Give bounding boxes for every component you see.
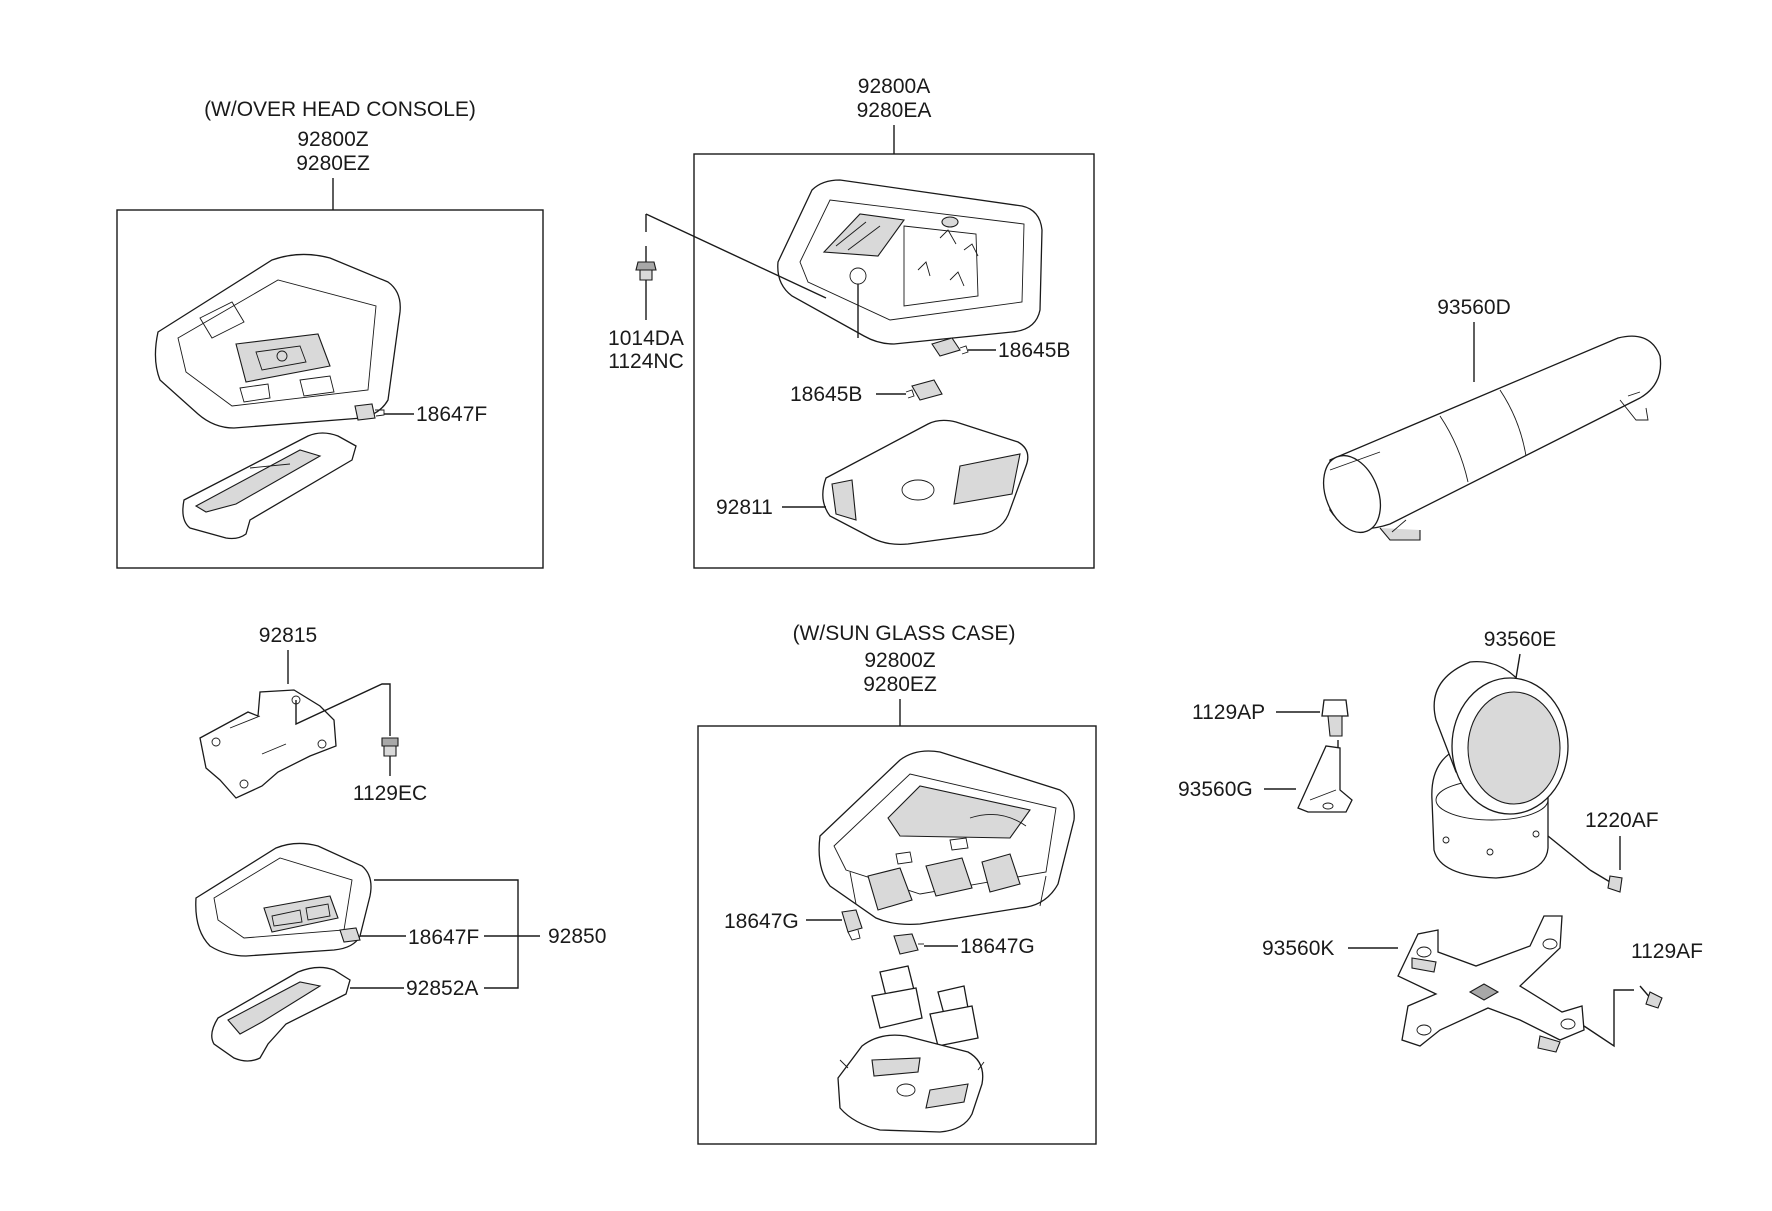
overhead-console-group: (W/OVER HEAD CONSOLE) 92800Z 9280EZ 1864…	[116, 98, 544, 569]
air-freshener-head	[1431, 661, 1569, 879]
overhead-console-part-no-1[interactable]: 92800Z	[297, 128, 368, 151]
sunglass-case-caption: (W/SUN GLASS CASE)	[793, 622, 1016, 645]
overhead-console-frame	[116, 209, 544, 569]
air-freshener-bracket-small-icon	[1297, 745, 1353, 813]
map-lamp-bulb-label[interactable]: 18647F	[408, 926, 479, 949]
room-lamp-frame	[693, 153, 1095, 569]
air-freshener-mount-bracket-icon	[1397, 915, 1585, 1053]
air-freshener-mount-bracket-label[interactable]: 93560K	[1262, 937, 1334, 960]
sunglass-case-bulb-right-icon	[893, 933, 958, 955]
room-lamp-screw-label-2[interactable]: 1124NC	[608, 350, 684, 373]
map-lamp-bulb-icon	[339, 927, 406, 943]
air-freshener-screw-head-icon	[1589, 869, 1623, 893]
room-lamp-housing	[777, 179, 1043, 345]
room-lamp-screw-icon	[635, 246, 657, 320]
map-lamp-screw-icon	[381, 726, 399, 776]
air-freshener-bracket-small-label[interactable]: 93560G	[1178, 778, 1253, 801]
air-freshener-head-label[interactable]: 93560E	[1484, 628, 1556, 651]
sunglass-case-frame	[697, 725, 1097, 1145]
air-freshener-cylinder	[1322, 335, 1662, 541]
sunglass-case-part-no-1[interactable]: 92800Z	[864, 649, 935, 672]
air-freshener-bolt-label[interactable]: 1129AP	[1192, 701, 1265, 724]
overhead-console-lens	[182, 432, 357, 540]
map-lamp-housing	[195, 842, 372, 957]
room-lamp-bulb-right-icon	[931, 337, 996, 357]
sunglass-case-bulb-left-label[interactable]: 18647G	[724, 910, 799, 933]
room-lamp-bulb-right-label[interactable]: 18645B	[998, 339, 1070, 362]
overhead-console-caption: (W/OVER HEAD CONSOLE)	[204, 98, 476, 121]
room-lamp-lens	[822, 419, 1029, 546]
sunglass-case-part-no-2[interactable]: 9280EZ	[863, 673, 937, 696]
room-lamp-part-no-1[interactable]: 92800A	[858, 75, 930, 98]
air-freshener-screw-head-label[interactable]: 1220AF	[1585, 809, 1659, 832]
room-lamp-screw-label-1[interactable]: 1014DA	[608, 327, 684, 350]
sunglass-case-clips	[871, 965, 979, 1047]
map-lamp-group: 92815 1129EC 186	[195, 624, 606, 1062]
room-lamp-part-no-2[interactable]: 9280EA	[857, 99, 932, 122]
sunglass-case-housing	[818, 750, 1075, 926]
room-lamp-lens-label[interactable]: 92811	[716, 496, 773, 519]
sunglass-case-lens	[837, 1034, 985, 1133]
map-lamp-lens-label[interactable]: 92852A	[406, 977, 478, 1000]
air-freshener-screw-mount-label[interactable]: 1129AF	[1631, 940, 1703, 963]
sunglass-case-bulb-left-icon	[841, 909, 863, 941]
air-freshener-body-label[interactable]: 93560D	[1437, 296, 1511, 319]
room-lamp-bulb-left-label[interactable]: 18645B	[790, 383, 862, 406]
sunglass-case-bulb-right-label[interactable]: 18647G	[960, 935, 1035, 958]
sunglass-case-group: (W/SUN GLASS CASE) 92800Z 9280EZ 18647G	[697, 622, 1097, 1145]
air-freshener-group: 93560D 93560E 1129AP	[1178, 296, 1703, 1053]
room-lamp-group: 92800A 9280EA 1014DA 1124NC	[608, 75, 1095, 569]
map-lamp-bracket-label[interactable]: 92815	[259, 624, 317, 647]
map-lamp-assembly-label[interactable]: 92850	[548, 925, 606, 948]
overhead-console-bulb-icon	[354, 403, 414, 421]
overhead-console-part-no-2[interactable]: 9280EZ	[296, 152, 370, 175]
overhead-console-housing	[154, 253, 401, 429]
overhead-console-bulb-label[interactable]: 18647F	[416, 403, 487, 426]
room-lamp-bulb-left-icon	[876, 379, 943, 401]
map-lamp-lens	[211, 966, 351, 1062]
map-lamp-screw-label[interactable]: 1129EC	[353, 782, 427, 805]
map-lamp-bracket	[199, 689, 337, 799]
air-freshener-bolt-icon	[1321, 699, 1349, 770]
air-freshener-screw-mount-icon	[1639, 985, 1663, 1009]
